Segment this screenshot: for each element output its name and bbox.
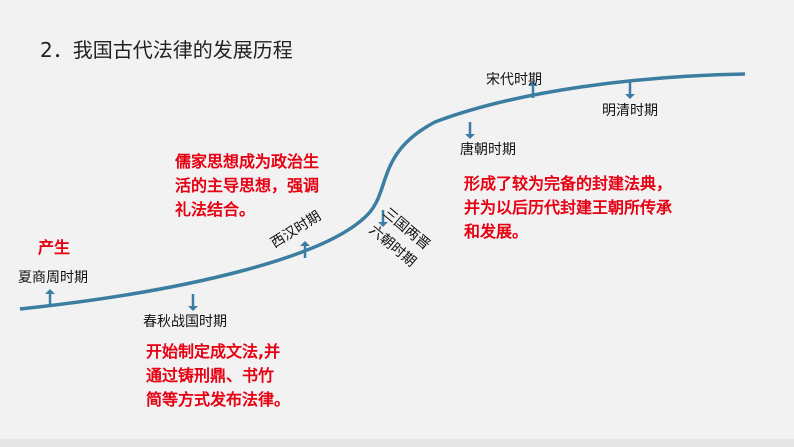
origin-note: 产生 xyxy=(38,238,71,257)
xihan-note-line: 活的主导思想，强调 xyxy=(175,176,320,195)
period-label-song: 宋代时期 xyxy=(486,72,542,88)
chunqiu-note-line: 通过铸刑鼎、书竹 xyxy=(146,366,275,385)
up-arrow-icon xyxy=(300,241,310,258)
chunqiu-note-line: 简等方式发布法律。 xyxy=(146,390,291,409)
down-arrow-icon xyxy=(378,210,388,227)
tang-note: 形成了较为完备的封建法典， 并为以后历代封建王朝所传承 和发展。 xyxy=(464,172,704,244)
xihan-note: 儒家思想成为政治生 活的主导思想，强调 礼法结合。 xyxy=(175,150,370,222)
bottom-band xyxy=(0,439,794,447)
xihan-note-line: 礼法结合。 xyxy=(175,200,256,219)
page-title: 2．我国古代法律的发展历程 xyxy=(40,38,293,62)
period-arrows xyxy=(45,81,635,311)
down-arrow-icon xyxy=(465,122,475,139)
down-arrow-icon xyxy=(625,82,635,99)
up-arrow-icon xyxy=(528,81,538,98)
tang-note-line: 并为以后历代封建王朝所传承 xyxy=(464,198,673,217)
chunqiu-note-line: 开始制定成文法,并 xyxy=(146,342,281,361)
xihan-note-line: 儒家思想成为政治生 xyxy=(175,152,320,171)
down-arrow-icon xyxy=(188,294,198,311)
tang-note-line: 形成了较为完备的封建法典， xyxy=(464,174,673,193)
timeline-curve xyxy=(19,72,746,311)
period-label-xiashangzhou: 夏商周时期 xyxy=(18,270,88,286)
period-label-tang: 唐朝时期 xyxy=(460,142,516,158)
period-label-mingqing: 明清时期 xyxy=(602,103,658,119)
tang-note-line: 和发展。 xyxy=(464,222,529,241)
period-label-chunqiu: 春秋战国时期 xyxy=(143,314,227,330)
up-arrow-icon xyxy=(45,289,55,306)
chunqiu-note: 开始制定成文法,并 通过铸刑鼎、书竹 简等方式发布法律。 xyxy=(146,340,336,412)
